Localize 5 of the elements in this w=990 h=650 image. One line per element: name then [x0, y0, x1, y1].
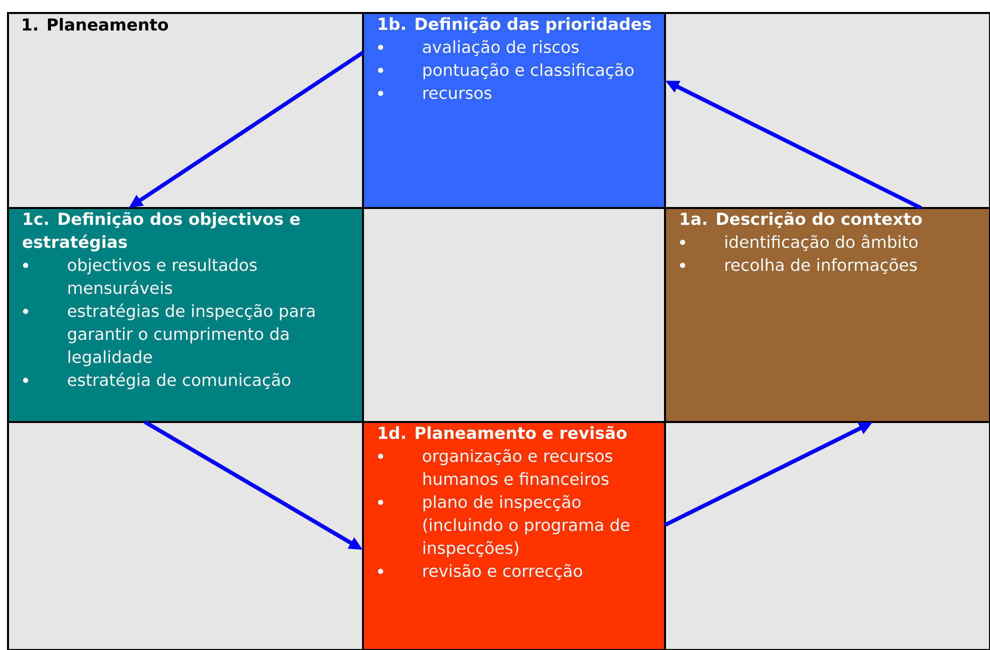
process-box: 1a. Descrição do contexto identificação do âmbito recolha de informações: [664, 207, 990, 423]
process-box: 1b. Definição das prioridades avaliação de riscos pontuação e classificação recursos: [362, 12, 666, 209]
process-box: 1c. Definição dos objectivos e estratégias objectivos e resultados mensuráveis estratégias de inspecção para garantir o cumprimento da legalidade estratégia de comunicação: [7, 207, 364, 423]
heading: 1. Planeamento: [22, 18, 168, 31]
process-box: 1d. Planeamento e revisão organização e recursos humanos e financeiros plano de inspecção (incluindo o programa de inspecções) revisão e correcção: [362, 421, 666, 650]
